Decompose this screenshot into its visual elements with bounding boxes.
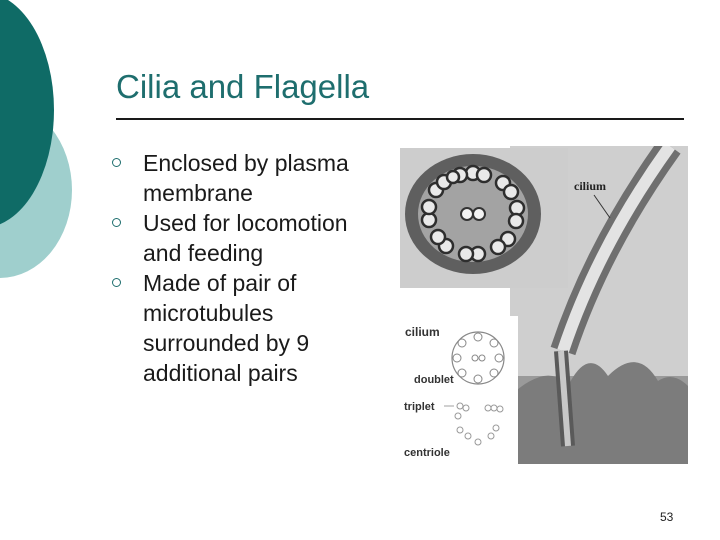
bullet-marker-icon [112, 278, 121, 287]
slide-title: Cilia and Flagella [116, 68, 370, 105]
label-cilium-top: cilium [574, 179, 606, 193]
bullet-item: Enclosed by plasma membrane [112, 148, 382, 208]
decorative-corner-shapes [0, 0, 80, 300]
bullet-list: Enclosed by plasma membrane Used for loc… [112, 148, 382, 388]
label-triplet: triplet [404, 401, 435, 413]
bullet-item: Used for locomotion and feeding [112, 208, 382, 268]
bullet-text: Made of pair of microtubules surrounded … [143, 270, 310, 386]
bullet-text: Enclosed by plasma membrane [143, 150, 349, 206]
bullet-marker-icon [112, 218, 121, 227]
bullet-text: Used for locomotion and feeding [143, 210, 348, 266]
page-number: 53 [660, 510, 674, 524]
label-centriole: centriole [404, 447, 450, 459]
bullet-item: Made of pair of microtubules surrounded … [112, 268, 382, 388]
triplet-sketch [454, 402, 504, 446]
cilium-diagram-sketch [451, 331, 505, 385]
label-doublet: doublet [414, 374, 454, 386]
label-cilium-diagram: cilium [405, 325, 440, 339]
title-divider [116, 118, 684, 120]
cilia-micrograph-figure: cilium cilium doublet triplet centriole [398, 138, 688, 468]
bullet-marker-icon [112, 158, 121, 167]
